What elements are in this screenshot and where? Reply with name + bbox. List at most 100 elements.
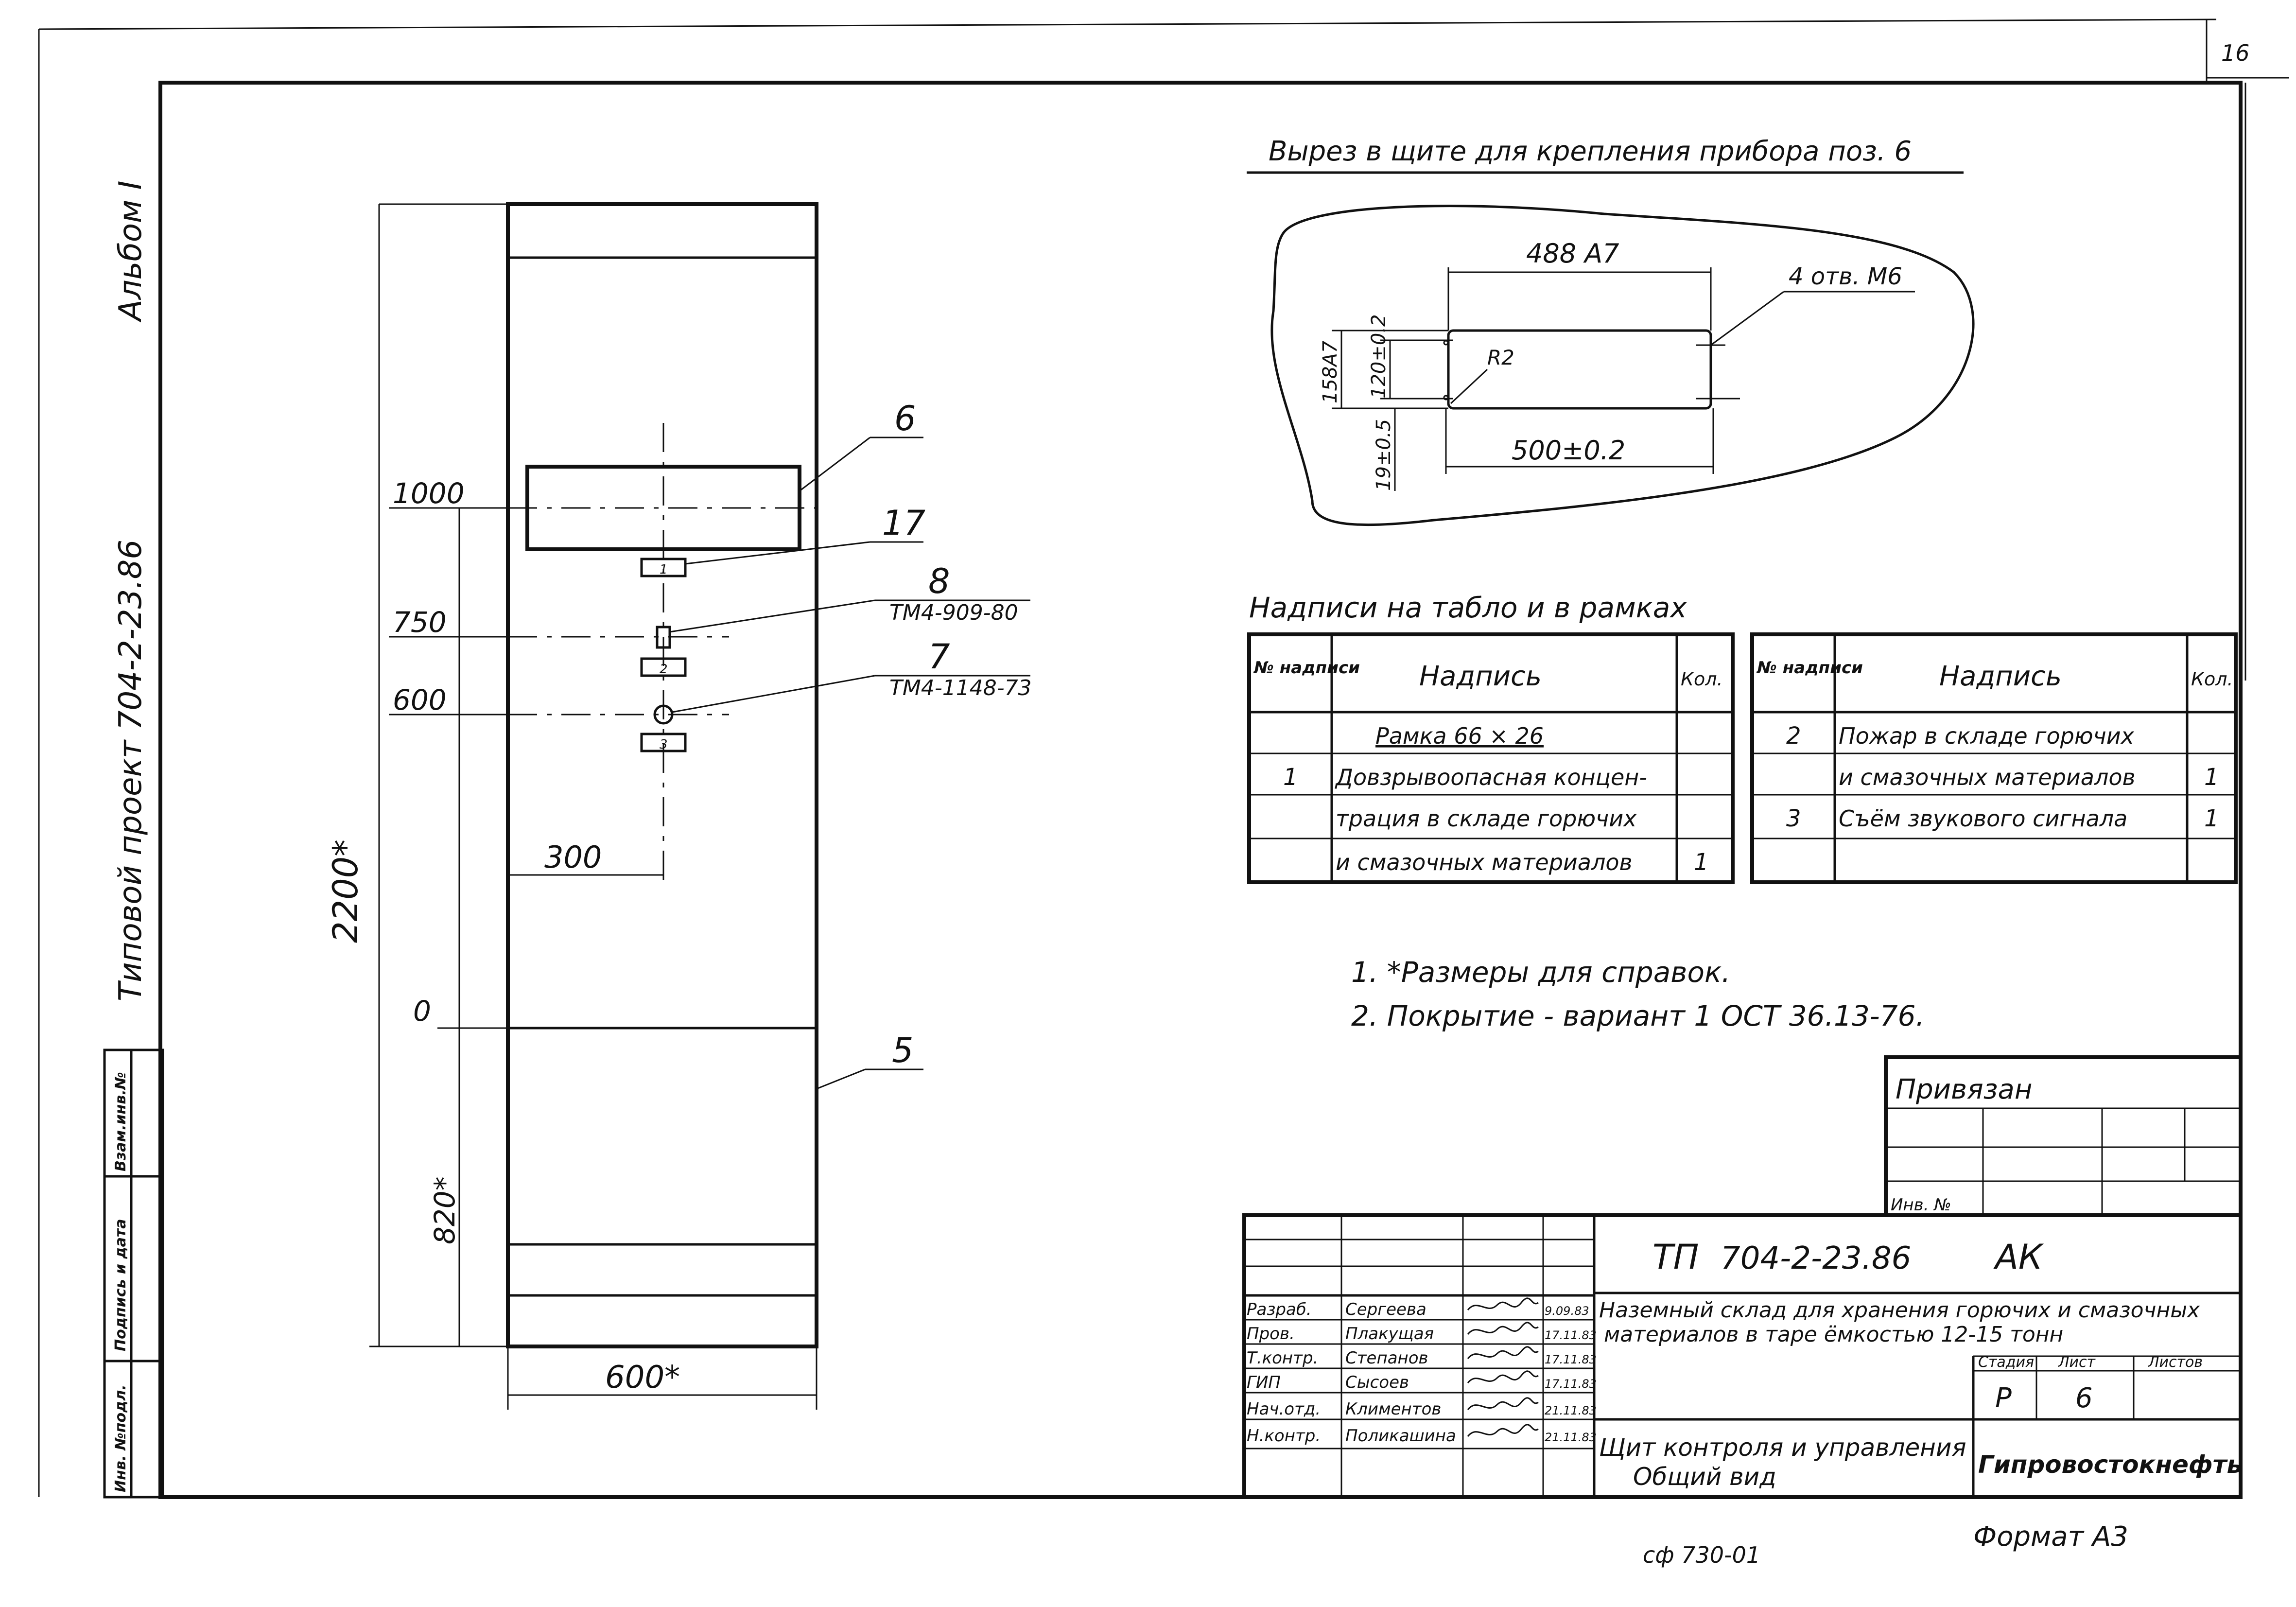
dim-500: 500±0.2 (1512, 435, 1625, 466)
dim-r2: R2 (1487, 346, 1514, 369)
inscription-text: Рамка 66 × 26 (1375, 723, 1544, 749)
format-label: Формат А3 (1973, 1521, 2128, 1553)
dim-width-total: 600* (605, 1360, 680, 1396)
inscription-text: Пожар в складе горючих (1839, 723, 2135, 749)
sheet-title-2: Общий вид (1633, 1463, 1776, 1491)
stamp-col-sign: Подпись и дата (112, 1219, 129, 1351)
signature-mark (1467, 1322, 1539, 1335)
signer-date: 21.11.83 (1545, 1404, 1597, 1417)
signer-name: Плакущая (1345, 1324, 1434, 1344)
inscription-num: 2 (1786, 722, 1801, 750)
element-7 (653, 704, 674, 725)
signer-date: 17.11.83 (1545, 1377, 1597, 1391)
stamp-col-inv: Инв. №подл. (112, 1384, 129, 1492)
element-8 (656, 626, 671, 649)
dim-158: 158A7 (1319, 340, 1341, 403)
sheet-title-1: Щит контроля и управления (1599, 1433, 1966, 1462)
signer-date: 21.11.83 (1545, 1431, 1597, 1444)
signer-date: 17.11.83 (1545, 1353, 1597, 1366)
inscription-num: 3 (1786, 805, 1801, 832)
inv-label: Инв. № (1891, 1195, 1951, 1215)
notes: 1. *Размеры для справок. 2. Покрытие - в… (1351, 956, 1925, 1032)
project-name-2: материалов в таре ёмкостью 12-15 тонн (1604, 1322, 2063, 1347)
sheet-label: Лист (2058, 1354, 2096, 1371)
inscription-text: трация в складе горючих (1336, 805, 1637, 832)
album-label: Альбом I (113, 180, 149, 323)
callout-7: 7 (928, 637, 950, 677)
inscriptions-title: Надписи на табло и в рамках (1249, 591, 1687, 624)
level-1000: 1000 (393, 477, 465, 510)
callout-8: 8 (928, 561, 950, 601)
side-stamp: Инв. №подл. Подпись и дата Взам.инв.№ (103, 1048, 164, 1499)
note-1: 1. *Размеры для справок. (1351, 956, 1730, 989)
signer-role: ГИП (1247, 1373, 1281, 1392)
signature-mark (1467, 1297, 1539, 1310)
inscription-text: и смазочных материалов (1336, 849, 1633, 875)
bound-label: Привязан (1896, 1074, 2032, 1105)
sheet-frame: 16 (38, 18, 2289, 1499)
inscriptions-table-right: № надписи Надпись Кол. (1750, 632, 2238, 884)
frame-1 (640, 558, 687, 577)
dim-height-total: 2200* (326, 839, 365, 943)
inscription-text: и смазочных материалов (1839, 764, 2136, 790)
sheets-label: Листов (2148, 1354, 2203, 1371)
signature-mark (1467, 1346, 1539, 1359)
frame-2-label: 2 (660, 662, 668, 677)
dim-lower-height: 820* (428, 1176, 461, 1244)
title-block: Привязан Инв. № ТП 704-2-23.86 АК Наземн… (1242, 1055, 2243, 1499)
signature-mark (1467, 1424, 1539, 1437)
doc-code-prefix: ТП (1652, 1237, 1699, 1277)
inscription-rows: Рамка 66 × 26 1 Довзрывоопасная концен-тра… (1283, 722, 2219, 876)
signer-date: 17.11.83 (1545, 1328, 1597, 1342)
signer-role: Н.контр. (1247, 1426, 1321, 1446)
frame-3-label: 3 (660, 737, 668, 752)
left-header-text: Надпись (1419, 661, 1542, 692)
cutout-detail: Вырез в щите для крепления прибора поз. … (1247, 136, 1975, 526)
doc-mark: АК (1993, 1237, 2044, 1277)
level-600: 600 (393, 683, 447, 716)
dim-488: 488 A7 (1526, 238, 1619, 269)
project-label: Типовой проект 704-2-23.86 (113, 540, 149, 1001)
dim-19: 19±0.5 (1373, 419, 1395, 491)
signer-name: Климентов (1345, 1399, 1441, 1419)
left-header-num: № надписи (1253, 658, 1360, 678)
cutout-rect (1447, 329, 1712, 410)
side-labels: Альбом I Типовой проект 704-2-23.86 (113, 180, 149, 1001)
dim-holes: 4 отв. М6 (1789, 263, 1902, 290)
sheet-value: 6 (2075, 1382, 2093, 1414)
stage-label: Стадия (1978, 1354, 2034, 1371)
panel-view: 1 2 3 6 17 8 ТМ4-909-80 7 ТМ4-1148-73 5 (506, 202, 1032, 1348)
cutout-title: Вырез в щите для крепления прибора поз. … (1269, 136, 1912, 167)
signer-name: Поликашина (1345, 1426, 1456, 1446)
right-header-num: № надписи (1756, 658, 1863, 678)
signer-role: Пров. (1247, 1324, 1295, 1344)
right-header-text: Надпись (1939, 661, 2062, 692)
inscription-qty: 1 (2204, 805, 2219, 832)
level-0: 0 (413, 995, 431, 1028)
signer-role: Разраб. (1247, 1300, 1312, 1319)
signer-date: 9.09.83 (1545, 1304, 1589, 1318)
inscription-text: Довзрывоопасная концен- (1335, 764, 1647, 790)
signer-name: Сергеева (1345, 1300, 1426, 1319)
stamp-col-repl: Взам.инв.№ (112, 1072, 129, 1171)
signer-role: Нач.отд. (1247, 1399, 1321, 1419)
note-2: 2. Покрытие - вариант 1 ОСТ 36.13-76. (1351, 999, 1925, 1032)
callout-8-code: ТМ4-909-80 (889, 600, 1018, 625)
inscription-text: Съём звукового сигнала (1839, 805, 2127, 832)
left-header-qty: Кол. (1681, 668, 1723, 690)
dim-offset-300: 300 (544, 839, 602, 875)
stage-value: Р (1995, 1382, 2012, 1414)
panel-dimensions: 2200* 1000 750 600 0 820* 300 600* (326, 203, 818, 1410)
dim-120: 120±0.2 (1368, 314, 1390, 399)
callout-6: 6 (894, 399, 916, 438)
frame-3 (640, 733, 687, 752)
org-name: Гипровостокнефть (1978, 1450, 2242, 1479)
inscription-num: 1 (1283, 764, 1298, 791)
signature-mark (1467, 1397, 1539, 1410)
callout-7-code: ТМ4-1148-73 (889, 676, 1032, 700)
inscriptions-section: Надписи на табло и в рамках № надписи На… (1247, 591, 2238, 884)
sheet-number: 16 (2221, 40, 2250, 66)
inscription-qty: 1 (1694, 849, 1709, 876)
